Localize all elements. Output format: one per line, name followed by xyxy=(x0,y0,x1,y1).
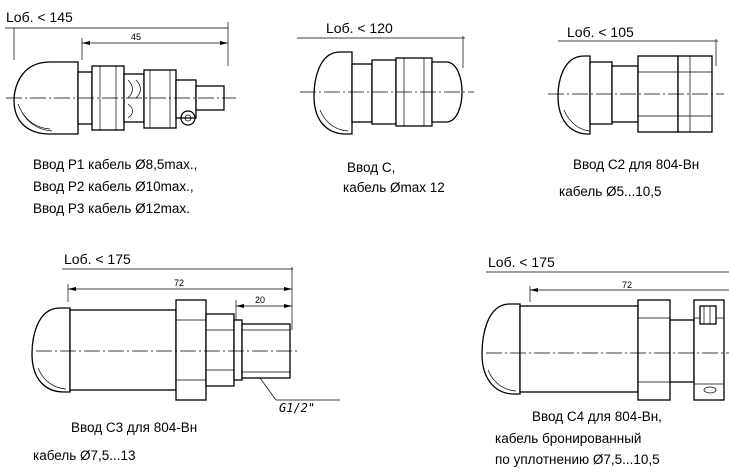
dim-c3-72: 72 xyxy=(174,278,184,288)
thread-label-c3: G1/2" xyxy=(279,401,315,415)
caption-c4-line1: Ввод С4 для 804-Вн, xyxy=(532,409,662,424)
gland-p-drawing: Lоб. < 145 45 xyxy=(5,9,236,135)
dim-p-45: 45 xyxy=(131,32,141,42)
gland-c4-drawing: Lоб. < 175 72 xyxy=(481,254,729,401)
caption-c-line2: кабель Ømax 12 xyxy=(343,180,445,195)
length-label-c2: Lоб. < 105 xyxy=(567,24,634,40)
caption-c3-line1: Ввод С3 для 804-Вн xyxy=(71,420,197,435)
length-label-c4: Lоб. < 175 xyxy=(488,254,555,270)
length-label-c3: Lоб. < 175 xyxy=(64,251,131,267)
caption-c3-line2: кабель Ø7,5...13 xyxy=(33,448,136,463)
gland-c3-drawing: Lоб. < 175 72 20 G1/2" xyxy=(31,251,340,415)
caption-p-line3: Ввод Р3 кабель Ø12max. xyxy=(33,201,190,216)
caption-c2-line1: Ввод С2 для 804-Вн xyxy=(573,157,699,172)
caption-c-line1: Ввод С, xyxy=(347,160,395,175)
length-label-p: Lоб. < 145 xyxy=(6,9,73,25)
caption-c2-line2: кабель Ø5...10,5 xyxy=(559,184,662,199)
caption-p-line1: Ввод Р1 кабель Ø8,5max., xyxy=(33,157,197,172)
gland-c-drawing: Lоб. < 120 xyxy=(297,20,474,135)
caption-c4-line2: кабель бронированный xyxy=(495,431,641,446)
caption-c4-line3: по уплотнению Ø7,5...10,5 xyxy=(495,452,660,467)
caption-p-line2: Ввод Р2 кабель Ø10max., xyxy=(33,179,194,194)
dim-c3-20: 20 xyxy=(255,295,265,305)
length-label-c: Lоб. < 120 xyxy=(326,20,393,36)
gland-c2-drawing: Lоб. < 105 xyxy=(548,24,724,135)
dim-c4-72: 72 xyxy=(622,280,632,290)
